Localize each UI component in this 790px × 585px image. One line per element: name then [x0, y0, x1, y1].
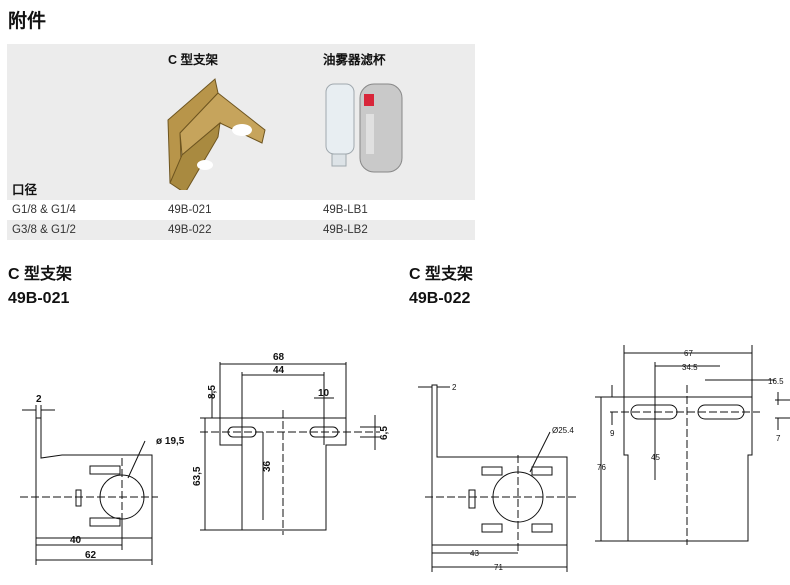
- drawing-021-side: 2 ø 19,5 40 62: [20, 394, 185, 565]
- dimension-label: 71: [494, 563, 503, 572]
- header-port: 口径: [12, 183, 38, 197]
- bracket-photo: [167, 78, 266, 190]
- dimension-label: 8,5: [207, 385, 218, 399]
- dimension-label: Ø25.4: [552, 426, 574, 435]
- cell-port: G3/8 & G1/2: [12, 224, 76, 236]
- dimension-label: 9: [610, 429, 615, 438]
- section-code: 49B-022: [409, 290, 471, 307]
- drawing-021-front: 68 44 10 8,5 63,5 36 6,5: [192, 352, 390, 535]
- cell-bowl: 49B-LB1: [323, 204, 368, 216]
- dimension-label: 6,5: [379, 426, 390, 440]
- header-bowl: 油雾器滤杯: [323, 53, 386, 67]
- cell-bowl: 49B-LB2: [323, 224, 368, 236]
- drawing-022-side: 2 Ø25.4 43 71: [418, 383, 578, 572]
- cell-bracket: 49B-021: [168, 204, 212, 216]
- dimension-label: 68: [273, 352, 285, 363]
- dimension-label: 36: [262, 460, 273, 472]
- dimension-label: 7: [776, 434, 781, 443]
- drawing-022-front: 67 34.5 16.5 9 76 45 7: [595, 345, 790, 545]
- cell-bracket: 49B-022: [168, 224, 212, 236]
- dimension-label: 67: [684, 349, 693, 358]
- dimension-label: ø 19,5: [156, 436, 185, 447]
- cell-port: G1/8 & G1/4: [12, 204, 76, 216]
- page-title: 附件: [8, 11, 47, 32]
- section-code: 49B-021: [8, 290, 70, 307]
- dimension-label: 34.5: [682, 363, 698, 372]
- dimension-label: 2: [452, 383, 457, 392]
- dimension-label: 44: [273, 365, 285, 376]
- dimension-label: 76: [597, 463, 606, 472]
- header-bracket: C 型支架: [168, 53, 219, 67]
- dimension-label: 16.5: [768, 377, 784, 386]
- dimension-label: 43: [470, 549, 479, 558]
- dimension-label: 10: [318, 388, 330, 399]
- bowl-photo: [325, 83, 403, 173]
- section-title: C 型支架: [8, 266, 73, 283]
- section-title: C 型支架: [409, 266, 474, 283]
- dimension-label: 45: [651, 453, 660, 462]
- dimension-label: 63,5: [192, 466, 203, 486]
- dimension-label: 40: [70, 535, 82, 546]
- table-row: G1/8 & G1/4 49B-021 49B-LB1: [7, 200, 475, 220]
- dimension-label: 2: [36, 394, 42, 405]
- table-row: G3/8 & G1/2 49B-022 49B-LB2: [7, 220, 475, 240]
- dimension-label: 62: [85, 550, 97, 561]
